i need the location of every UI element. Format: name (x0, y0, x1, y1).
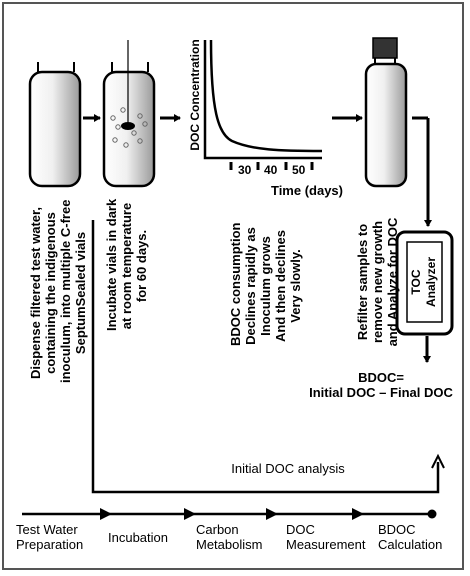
decay-curve (209, 39, 323, 153)
plot-tick-40: 40 (264, 163, 278, 177)
initial-analysis-label: Initial DOC analysis (231, 461, 345, 476)
toc-analyzer-icon (395, 230, 454, 336)
initial-analysis-path (91, 220, 440, 494)
plot-ylabel: DOC Concentration (188, 39, 202, 151)
diagram-frame (2, 2, 464, 570)
process-timeline (22, 508, 437, 520)
vial-1-icon (28, 62, 82, 188)
doc-decay-plot (203, 39, 323, 170)
vial-2-icon (102, 40, 156, 188)
timeline-label-incubation: Incubation (108, 530, 168, 545)
plot-tick-50: 50 (292, 163, 306, 177)
plot-xlabel: Time (days) (270, 183, 343, 198)
plot-tick-30: 30 (238, 163, 252, 177)
step-dispense-text: Dispense filtered test water,containing … (28, 199, 88, 383)
vial-3-capped-icon (364, 37, 408, 188)
bdoc-formula: BDOC=Initial DOC – Final DOC (309, 370, 453, 400)
